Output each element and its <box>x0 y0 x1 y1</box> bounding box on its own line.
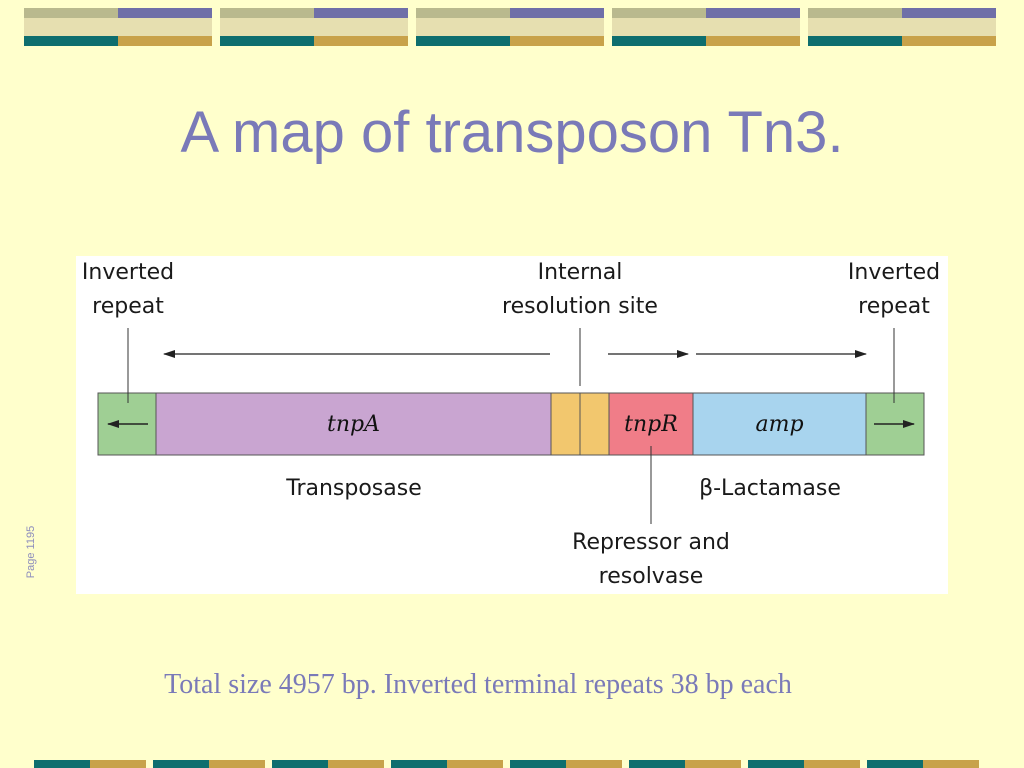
band-tile-bottom-left <box>24 36 118 46</box>
inverted-repeat-left-label-line1: Inverted <box>81 260 175 285</box>
band-tile-top-left <box>24 8 118 18</box>
bottom-band-tile-right <box>209 760 265 768</box>
bottom-band-tile-left <box>153 760 209 768</box>
bottom-decorative-band <box>34 760 979 768</box>
inverted-repeat-left-label: Inverted repeat <box>68 256 188 324</box>
bottom-band-tile-right <box>923 760 979 768</box>
band-tile-top-right <box>314 8 408 18</box>
band-tile-top-right <box>706 8 800 18</box>
band-tile-bottom-left <box>612 36 706 46</box>
band-tile-middle <box>24 18 212 36</box>
transposon-map-figure: Inverted repeat Internal resolution site… <box>76 256 948 594</box>
band-tile-bottom-right <box>706 36 800 46</box>
band-tile-bottom-left <box>220 36 314 46</box>
bottom-band-tile-right <box>804 760 860 768</box>
internal-resolution-site-label-line2: resolution site <box>502 294 658 319</box>
top-decorative-band <box>24 8 996 46</box>
repressor-resolvase-label-line1: Repressor and <box>572 530 730 555</box>
band-tile-bottom-right <box>118 36 212 46</box>
repressor-resolvase-label: Repressor and resolvase <box>531 526 771 594</box>
footer-note: Total size 4957 bp. Inverted terminal re… <box>164 669 792 700</box>
bottom-band-tile-left <box>629 760 685 768</box>
inverted-repeat-right-label: Inverted repeat <box>834 256 954 324</box>
band-tile-top-right <box>118 8 212 18</box>
bottom-band-tile-left <box>34 760 90 768</box>
resolution-site-segment-2 <box>579 392 610 456</box>
bottom-band-tile-right <box>447 760 503 768</box>
band-tile-bottom-right <box>510 36 604 46</box>
bottom-band-tile-left <box>272 760 328 768</box>
band-tile-middle <box>612 18 800 36</box>
band-tile-bottom-right <box>902 36 996 46</box>
amp-gene-label: amp <box>755 411 804 437</box>
band-tile-middle <box>416 18 604 36</box>
bottom-band-tile-left <box>867 760 923 768</box>
bottom-band-tile-left <box>391 760 447 768</box>
internal-resolution-site-label-line1: Internal <box>537 260 623 285</box>
tnpR-gene-label: tnpR <box>624 411 678 437</box>
transposon-map-svg <box>97 328 925 524</box>
repressor-resolvase-label-line2: resolvase <box>598 564 704 589</box>
inverted-repeat-left-label-line2: repeat <box>92 294 164 319</box>
band-tile-bottom-right <box>314 36 408 46</box>
transposase-label: Transposase <box>286 476 422 501</box>
bottom-band-tile-left <box>510 760 566 768</box>
slide-title: A map of transposon Tn3. <box>180 100 844 165</box>
bottom-band-tile-right <box>90 760 146 768</box>
beta-lactamase-label: β-Lactamase <box>699 476 841 501</box>
tnpA-gene-label: tnpA <box>327 411 380 437</box>
amp-segment <box>692 392 867 456</box>
internal-resolution-site-label: Internal resolution site <box>480 256 680 324</box>
band-tile-top-right <box>510 8 604 18</box>
bottom-band-tile-right <box>685 760 741 768</box>
page-reference-text: Page 1195 <box>25 525 37 579</box>
band-tile-middle <box>220 18 408 36</box>
band-tile-top-right <box>902 8 996 18</box>
band-tile-top-left <box>220 8 314 18</box>
bottom-band-tile-right <box>566 760 622 768</box>
band-tile-top-left <box>416 8 510 18</box>
tnpA-segment <box>155 392 552 456</box>
inverted-repeat-right-label-line2: repeat <box>858 294 930 319</box>
band-tile-bottom-left <box>416 36 510 46</box>
inverted-repeat-right-label-line1: Inverted <box>847 260 941 285</box>
band-tile-top-left <box>612 8 706 18</box>
bottom-band-tile-right <box>328 760 384 768</box>
band-tile-bottom-left <box>808 36 902 46</box>
band-tile-middle <box>808 18 996 36</box>
resolution-site-segment-1 <box>550 392 581 456</box>
bottom-band-tile-left <box>748 760 804 768</box>
band-tile-top-left <box>808 8 902 18</box>
